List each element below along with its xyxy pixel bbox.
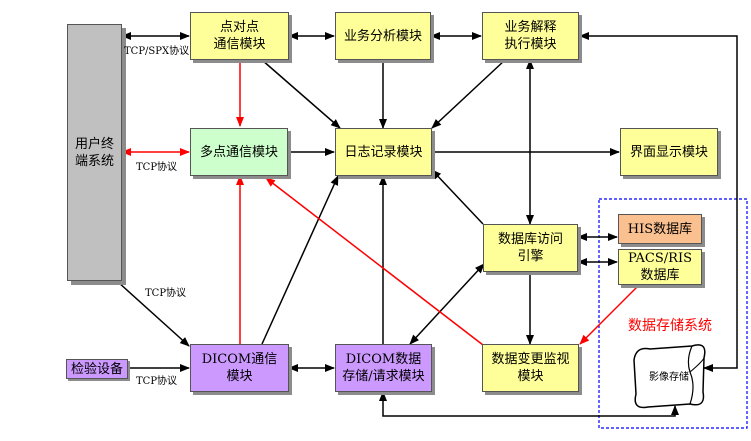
storage-system-region [598,198,748,429]
ui-display-module[interactable]: 界面显示模块 [620,128,718,176]
edge-exec-image [579,32,738,372]
his-database[interactable]: HIS数据库 [618,214,702,244]
dicom-storage-module[interactable]: DICOM数据 存储/请求模块 [335,344,432,392]
data-monitor-module[interactable]: 数据变更监视 模块 [482,344,579,392]
edge-monitor-multipoint [265,177,484,346]
dicom-comm-module[interactable]: DICOM通信 模块 [190,344,289,392]
edge-db-log [431,169,484,225]
lab-device-box[interactable]: 检验设备 [66,359,128,379]
tcp-spx-label: TCP/SPX协议 [124,46,190,57]
business-analysis-module[interactable]: 业务分析模块 [335,12,431,60]
edge-image-store [379,391,679,417]
multipoint-comm-module[interactable]: 多点通信模块 [190,128,288,176]
edge-p2p-log [261,59,341,129]
tcp-label-dicom: TCP协议 [145,288,187,299]
edge-user-dicom [117,281,190,347]
edge-exec-log [431,59,506,129]
image-storage-shape [633,344,706,409]
edge-pacs-monitor [579,283,641,345]
log-module[interactable]: 日志记录模块 [335,128,432,176]
storage-system-title: 数据存储系统 [628,318,712,334]
image-storage-label: 影像存储 [649,372,689,383]
pacs-ris-database[interactable]: PACS/RIS 数据库 [618,249,702,285]
tcp-label-multipoint: TCP协议 [136,162,178,173]
p2p-comm-module[interactable]: 点对点 通信模块 [190,12,289,60]
user-terminal-box[interactable]: 用户终 端系统 [67,24,122,281]
edge-db-store [409,263,485,345]
edge-dicom-log [261,175,339,345]
db-access-engine[interactable]: 数据库访问 引擎 [483,224,578,272]
business-exec-module[interactable]: 业务解释 执行模块 [482,12,579,60]
tcp-label-lab: TCP协议 [136,376,178,387]
